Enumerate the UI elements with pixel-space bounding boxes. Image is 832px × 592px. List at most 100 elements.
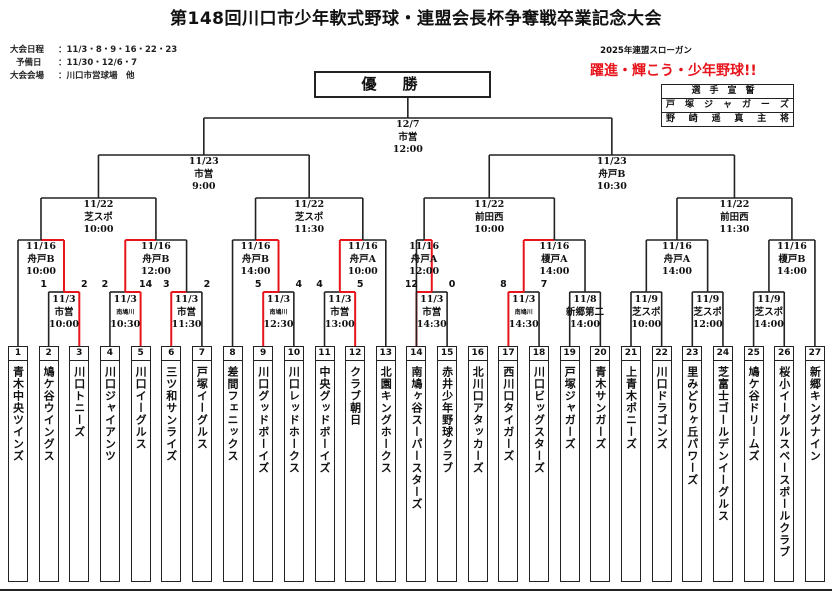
match-time: 13:00 [324,319,355,330]
match-date: 11/9 [757,294,781,305]
team-number: 27 [804,346,825,361]
team-name: クラブ朝日 [348,366,362,426]
team-name-box: 桜小イーグルスベースボールクラブ [774,360,795,582]
oath-char: ジ [703,100,713,110]
bottom-rule [0,589,832,591]
match-time: 14:00 [539,266,570,277]
match-venue: 南鳩川 [116,308,135,316]
match-time: 11:30 [294,224,325,235]
team-number: 20 [590,346,611,361]
team-name: 川口ドラゴンズ [655,366,669,450]
team-name: 芝富士ゴールデンイーグルス [716,366,730,522]
match-date: 11/23 [596,156,627,167]
team-name: 赤井少年野球クラブ [440,366,454,474]
oath-header: 選手宣誓 [691,86,764,96]
score-r: 7 [540,279,548,290]
match-date: 11/16 [662,241,692,252]
team-number: 8 [222,346,243,361]
team-number: 16 [467,346,488,361]
match-date: 11/16 [140,241,171,252]
slogan-caption: 2025年連盟スローガン [600,46,692,56]
team-number: 10 [283,346,304,361]
match-venue: 芝スポ [84,211,113,223]
team-name: 戸塚ジャガーズ [563,366,577,450]
match-venue: 舟戸B [242,253,270,265]
team-number: 24 [712,346,733,361]
oath-char: 主 [757,114,767,124]
score-r: 4 [295,279,303,290]
team-name: 川口イーグルス [134,366,148,450]
team-name-box: 三ツ和サンライズ [161,360,182,582]
team-name-box: 鳩ケ谷ウイングス [38,360,59,582]
match-time: 12:00 [692,319,723,330]
match-date: 11/22 [294,199,325,210]
team-name: 川口レッドホークス [287,366,301,474]
match-time: 10:00 [631,319,662,330]
team-name: 西川口タイガーズ [501,366,515,462]
team-name-box: 川口ビッグスターズ [529,360,550,582]
score-l: 4 [316,279,323,290]
match-date: 11/3 [420,294,444,305]
team-number: 2 [38,346,59,361]
slogan-text: 躍進・輝こう・少年野球!! [590,63,757,79]
team-number: 17 [498,346,519,361]
team-name-box: 西川口タイガーズ [498,360,519,582]
team-number: 25 [743,346,764,361]
match-venue: 前田西 [720,211,749,223]
team-name: 青木サンガーズ [593,366,607,450]
match-venue: 市営 [398,131,418,143]
oath-char: 崎 [688,114,698,124]
match-venue: 榎戸B [778,253,806,265]
team-number: 18 [529,346,550,361]
team-number: 26 [774,346,795,361]
match-date: 11/23 [188,156,219,167]
team-name-box: 北川口アタッカーズ [467,360,488,582]
team-name-box: 中央グッドボーイズ [314,360,335,582]
match-date: 11/22 [474,199,505,210]
tournament-title: 第148回川口市少年軟式野球・連盟会長杯争奪戦卒業記念大会 [170,9,662,29]
team-number: 21 [621,346,641,361]
match-time: 10:00 [83,224,114,235]
team-number: 13 [375,346,396,361]
match-time: 10:00 [347,266,378,277]
oath-char: ガ [741,100,751,110]
match-date: 11/3 [113,294,137,305]
match-time: 12:00 [392,144,423,155]
match-date: 11/3 [328,294,352,305]
match-date: 11/16 [776,241,807,252]
match-time: 14:00 [570,319,600,330]
team-name: 里みどりヶ丘パワーズ [685,366,699,486]
match-venue: 舟戸B [598,168,626,180]
match-date: 12/7 [396,119,420,130]
team-name: 北川口アタッカーズ [471,366,485,474]
team-name-box: 南鳩ヶ谷スーパースターズ [406,360,427,582]
team-name: 川口ジャイアンツ [103,366,117,462]
match-date: 11/22 [83,199,114,210]
oath-char: ャ [722,100,732,110]
team-name-box: 川口レッドホークス [283,360,304,582]
team-number: 6 [161,346,182,361]
match-date: 11/3 [266,294,291,305]
team-number: 22 [651,346,672,361]
match-date: 11/8 [573,294,597,305]
team-name-box: クラブ朝日 [345,360,366,582]
match-date: 11/3 [512,294,536,305]
match-time: 14:30 [416,319,447,330]
team-name-box: 戸塚ジャガーズ [559,360,580,582]
team-number: 5 [130,346,151,361]
oath-table: 選手宣誓 戸塚ジャガーズ 野崎遥真主将 [661,84,794,127]
